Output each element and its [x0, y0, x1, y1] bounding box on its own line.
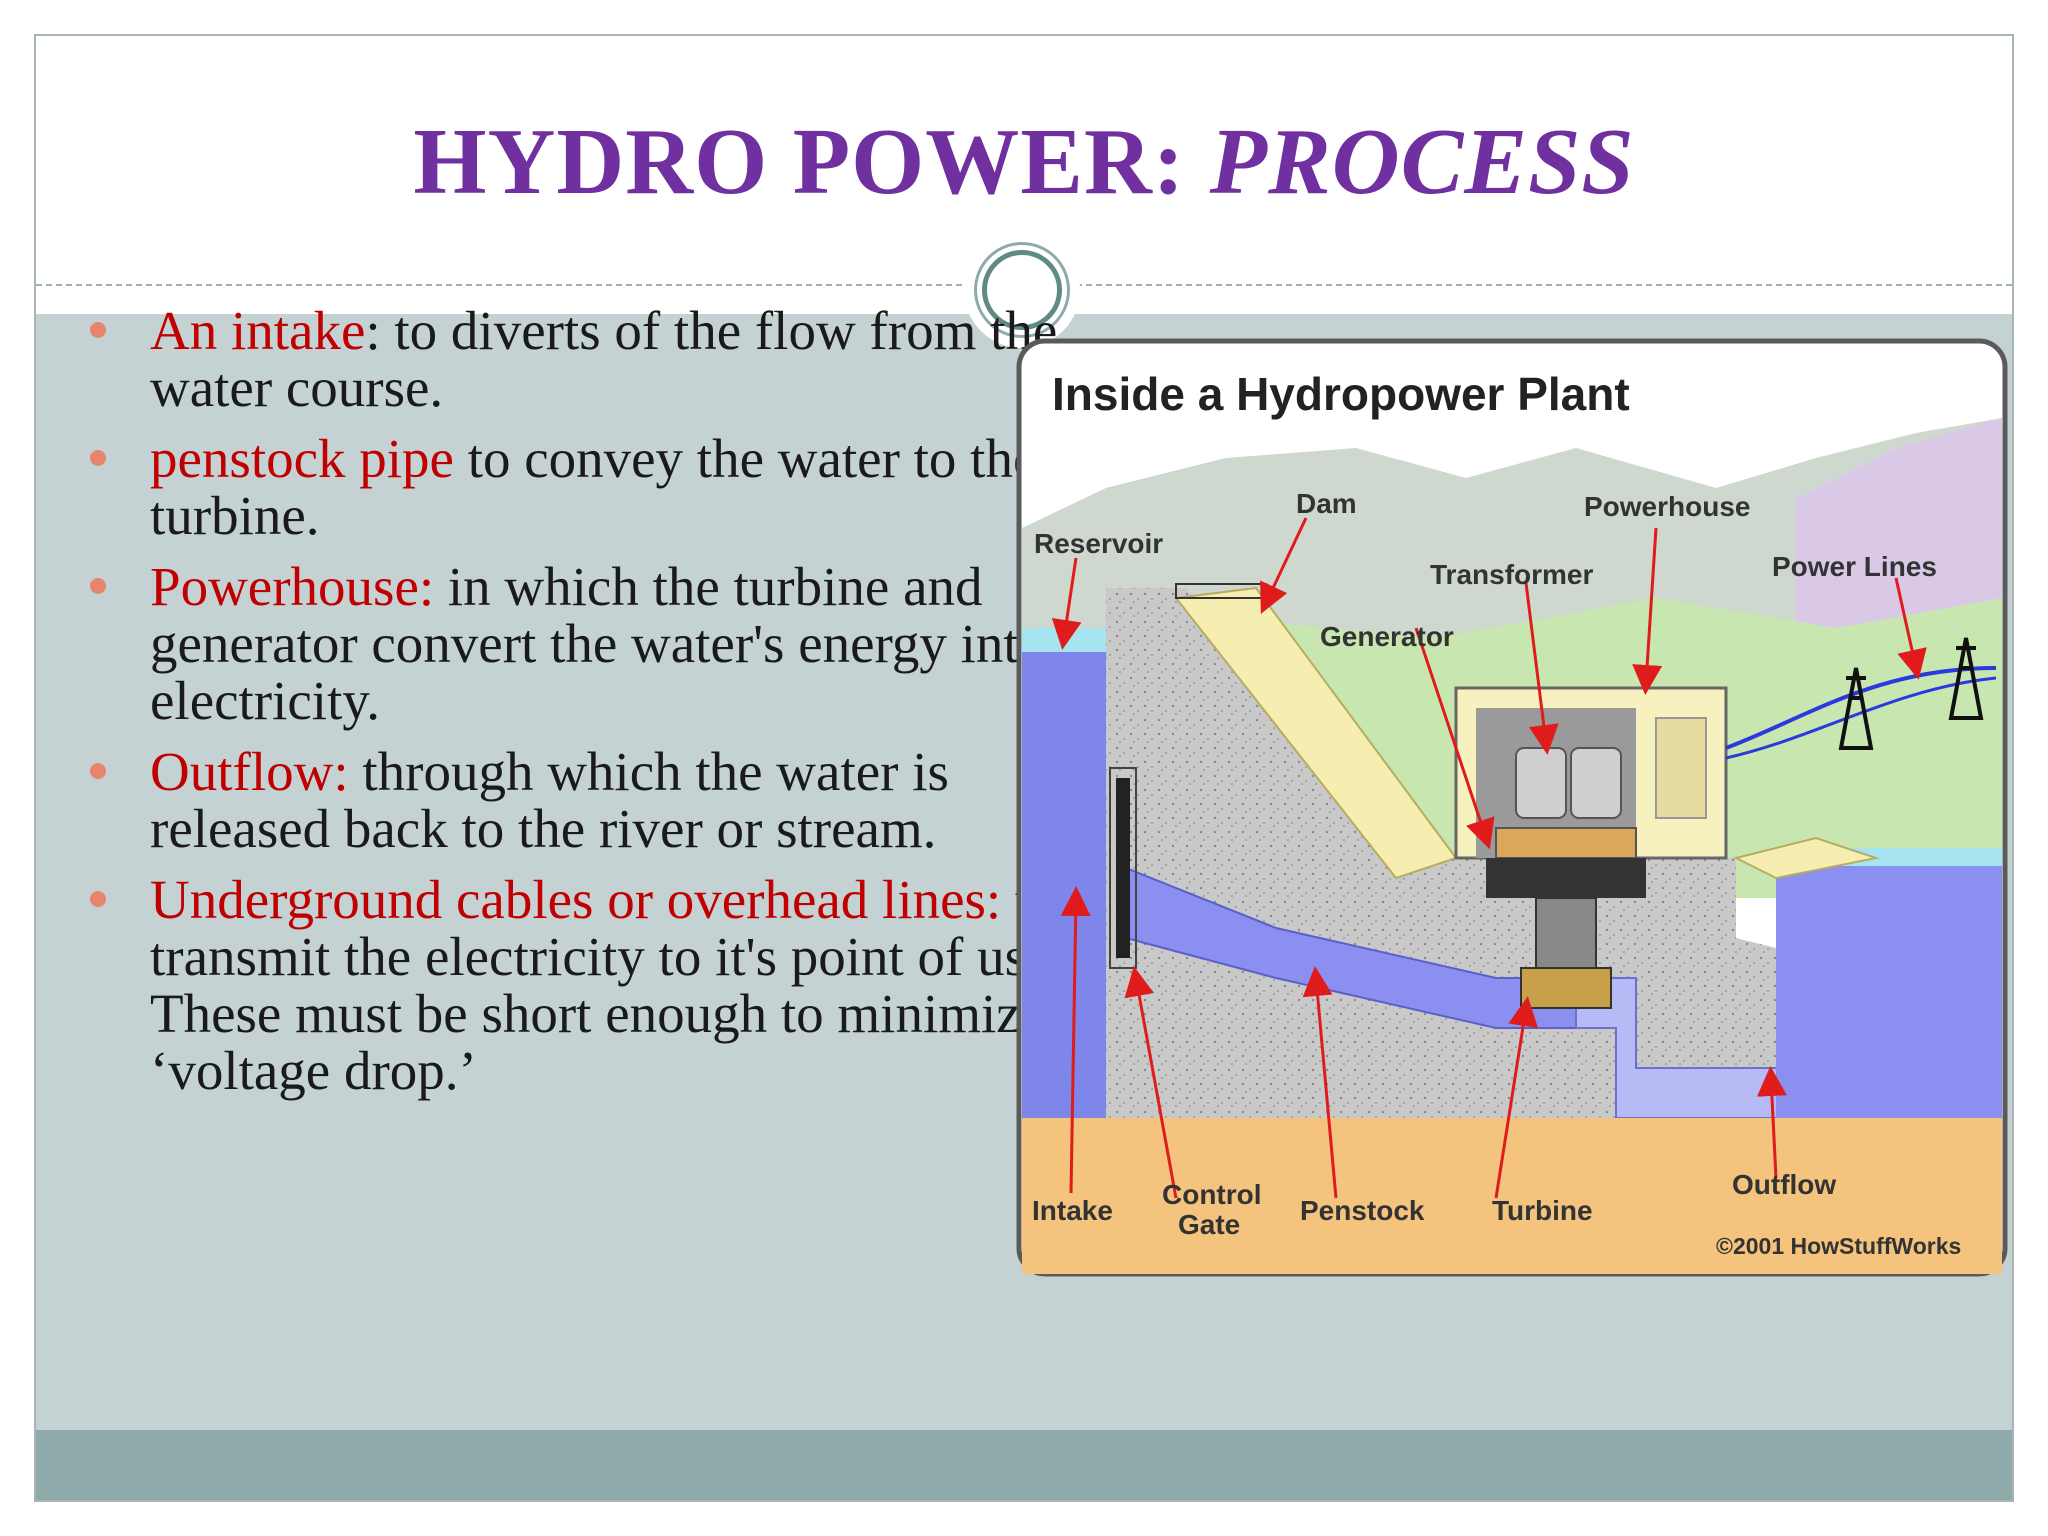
transformer-arrow: [1524, 582, 1559, 755]
powerhouse-arrow: [1632, 527, 1663, 695]
penstock-arrow: [1302, 966, 1338, 1199]
transformer-unit: [1515, 747, 1567, 819]
ground-bottom: [1022, 1258, 2002, 1274]
diagram-title: Inside a Hydropower Plant: [1052, 368, 1630, 420]
label-turbine: Turbine: [1492, 1195, 1593, 1226]
transformer-unit: [1570, 747, 1622, 819]
outflow-arrow: [1756, 1066, 1787, 1179]
reservoir-surface: [1022, 628, 1112, 652]
label-generator: Generator: [1320, 621, 1454, 652]
bullet-text: to transmit the electricity to it's poin…: [150, 871, 1064, 1101]
control-gate-frame: [1109, 767, 1137, 969]
outflow-apron: [1733, 836, 1880, 880]
label-reservoir: Reservoir: [1034, 528, 1163, 559]
bullet-text: in which the turbine and generator conve…: [150, 556, 1047, 731]
bullet-item-penstock: penstock pipe to convey the water to the…: [70, 430, 1070, 544]
powerhouse-windows: [1655, 717, 1707, 819]
power-tower: [1838, 667, 1874, 750]
reservoir-water: [1022, 638, 1112, 1118]
bullet-dot-icon: [90, 450, 106, 466]
bullet-dot-icon: [90, 763, 106, 779]
hydropower-diagram: Inside a Hydropower Plant Reservoir Dam …: [1016, 338, 2008, 1277]
footer-bar: [36, 1430, 2012, 1500]
bullet-text: to convey the water to the turbine.: [150, 428, 1038, 546]
bullet-term: Powerhouse:: [150, 556, 435, 617]
generator-arrow: [1414, 627, 1495, 850]
bullet-text: : to diverts of the flow from the water …: [150, 300, 1058, 418]
divider-circle-ring: [974, 242, 1070, 338]
label-control-gate-2: Gate: [1178, 1209, 1240, 1240]
label-transformer: Transformer: [1430, 559, 1593, 590]
label-dam: Dam: [1296, 488, 1357, 519]
bullet-dot-icon: [90, 322, 106, 338]
bullet-item-outflow: Outflow: through which the water is rele…: [70, 743, 1070, 857]
bullet-item-intake: An intake: to diverts of the flow from t…: [70, 302, 1070, 416]
power-tower: [1948, 637, 1984, 720]
river-water: [1776, 858, 2002, 1128]
intake-arrow: [1060, 886, 1091, 1194]
generator-unit: [1495, 827, 1637, 859]
bullet-term: Underground cables or overhead lines:: [150, 869, 1002, 930]
bullet-item-cables: Underground cables or overhead lines: to…: [70, 871, 1070, 1099]
label-control-gate-1: Control: [1162, 1179, 1262, 1210]
reservoir-arrow: [1051, 557, 1082, 650]
generator-shaft: [1535, 897, 1597, 969]
divider-circle-icon: [982, 250, 1062, 330]
power-lines-arrow: [1894, 577, 1927, 680]
bullet-dot-icon: [90, 891, 106, 907]
bullet-item-powerhouse: Powerhouse: in which the turbine and gen…: [70, 558, 1070, 729]
generator-body: [1486, 858, 1646, 898]
slide-title: HYDRO POWER: PROCESS: [36, 108, 2012, 216]
title-italic: PROCESS: [1209, 110, 1635, 214]
control-gate: [1116, 778, 1130, 958]
bullet-term: An intake: [150, 300, 366, 361]
ground: [1022, 1118, 2002, 1268]
turbine-arrow: [1494, 996, 1539, 1199]
control-gate-arrow: [1124, 966, 1178, 1199]
title-main: HYDRO POWER:: [413, 110, 1210, 214]
label-outflow: Outflow: [1732, 1169, 1836, 1200]
label-powerhouse: Powerhouse: [1584, 491, 1750, 522]
power-line-wire: [1725, 666, 1997, 750]
bullet-term: Outflow:: [150, 741, 349, 802]
turbine-unit: [1520, 967, 1612, 1009]
bullet-list: An intake: to diverts of the flow from t…: [70, 302, 1070, 1113]
label-intake: Intake: [1032, 1195, 1113, 1226]
label-penstock: Penstock: [1300, 1195, 1425, 1226]
bullet-text: through which the water is released back…: [150, 741, 949, 859]
dam-arrow: [1260, 517, 1308, 614]
label-arrows: [1051, 517, 1927, 1199]
bullet-term: penstock pipe: [150, 428, 454, 489]
label-power-lines: Power Lines: [1772, 551, 1937, 582]
bullet-dot-icon: [90, 578, 106, 594]
diagram-credit: ©2001 HowStuffWorks: [1716, 1233, 1961, 1259]
